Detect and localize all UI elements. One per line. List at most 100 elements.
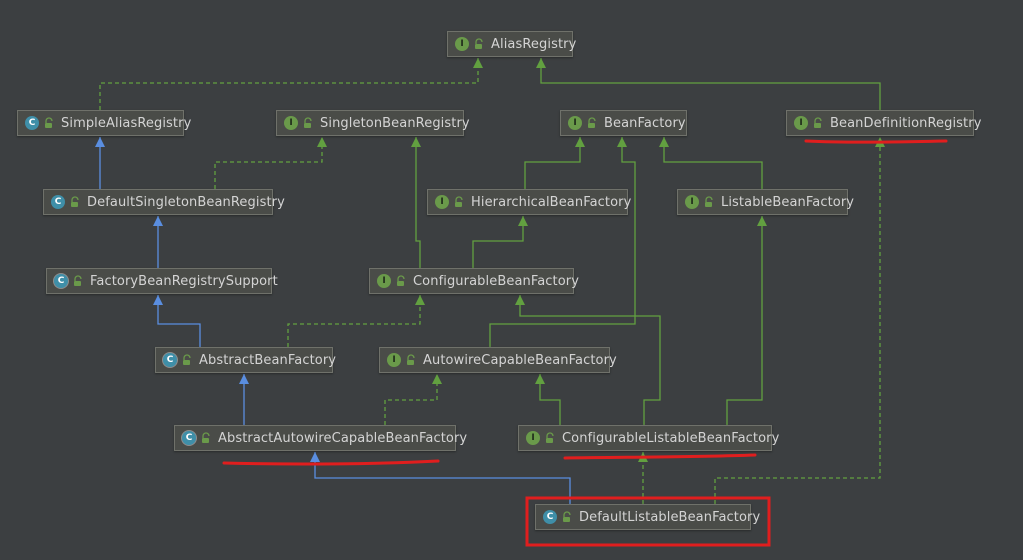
node-label: DefaultSingletonBeanRegistry <box>87 194 285 210</box>
edge-extends-interface <box>472 216 524 268</box>
lock-open-icon <box>183 354 191 365</box>
red-underline <box>222 459 440 466</box>
node-label: AbstractAutowireCapableBeanFactory <box>218 430 468 446</box>
arrowhead <box>535 374 545 384</box>
edge-extends-interface <box>489 137 636 347</box>
edge-extends-interface <box>415 137 421 268</box>
node-configurable-listable-bean-factory[interactable]: I ConfigurableListableBeanFactory <box>518 425 779 451</box>
edge-extends-interface <box>524 137 581 189</box>
abstract-class-icon: C <box>54 274 68 288</box>
lock-open-icon <box>202 432 210 443</box>
edge-extends-interface <box>726 216 763 425</box>
interface-icon: I <box>568 116 582 130</box>
node-simple-alias-registry[interactable]: C SimpleAliasRegistry <box>17 110 191 136</box>
node-hierarchical-bean-factory[interactable]: I HierarchicalBeanFactory <box>427 189 632 215</box>
interface-icon: I <box>685 195 699 209</box>
node-label: ConfigurableListableBeanFactory <box>562 430 780 446</box>
arrowhead <box>95 137 105 147</box>
interface-icon: I <box>794 116 808 130</box>
edge-implements <box>99 58 479 110</box>
red-highlight-box <box>525 496 771 547</box>
node-label: ListableBeanFactory <box>721 194 855 210</box>
red-underline <box>563 453 757 460</box>
arrowhead <box>153 216 163 226</box>
interface-icon: I <box>387 353 401 367</box>
edge-extends <box>314 452 571 504</box>
node-label: AliasRegistry <box>491 36 577 52</box>
interface-icon: I <box>435 195 449 209</box>
node-default-singleton-bean-registry[interactable]: C DefaultSingletonBeanRegistry <box>43 189 285 215</box>
lock-open-icon <box>45 117 53 128</box>
interface-icon: I <box>284 116 298 130</box>
lock-open-icon <box>588 117 596 128</box>
abstract-class-icon: C <box>163 353 177 367</box>
node-label: SimpleAliasRegistry <box>61 115 192 131</box>
lock-open-icon <box>563 511 571 522</box>
edge-implements <box>384 374 438 425</box>
node-configurable-bean-factory[interactable]: I ConfigurableBeanFactory <box>369 268 579 294</box>
lock-open-icon <box>397 275 405 286</box>
node-label: HierarchicalBeanFactory <box>471 194 632 210</box>
interface-icon: I <box>377 274 391 288</box>
node-label: DefaultListableBeanFactory <box>579 509 761 525</box>
class-icon: C <box>51 195 65 209</box>
arrowhead <box>515 295 525 305</box>
arrowhead <box>310 452 320 462</box>
node-label: SingletonBeanRegistry <box>320 115 470 131</box>
edge-extends-interface <box>663 137 763 189</box>
class-icon: C <box>25 116 39 130</box>
node-label: FactoryBeanRegistrySupport <box>90 273 278 289</box>
edge-implements <box>287 295 421 347</box>
arrowhead <box>432 374 442 384</box>
lock-open-icon <box>455 196 463 207</box>
node-label: AutowireCapableBeanFactory <box>423 352 617 368</box>
inheritance-edges <box>95 58 885 504</box>
red-underline <box>804 139 948 144</box>
node-autowire-capable-bean-factory[interactable]: I AutowireCapableBeanFactory <box>379 347 617 373</box>
edge-implements <box>714 137 881 504</box>
node-label: AbstractBeanFactory <box>199 352 337 368</box>
lock-open-icon <box>475 38 483 49</box>
node-abstract-bean-factory[interactable]: C AbstractBeanFactory <box>155 347 337 373</box>
node-singleton-bean-registry[interactable]: I SingletonBeanRegistry <box>276 110 470 136</box>
node-alias-registry[interactable]: I AliasRegistry <box>447 31 577 57</box>
interface-icon: I <box>526 431 540 445</box>
edge-extends-interface <box>539 374 561 425</box>
node-listable-bean-factory[interactable]: I ListableBeanFactory <box>677 189 854 215</box>
arrowhead <box>239 374 249 384</box>
node-label: BeanFactory <box>604 115 686 131</box>
node-label: ConfigurableBeanFactory <box>413 273 580 289</box>
lock-open-icon <box>814 117 822 128</box>
node-bean-factory[interactable]: I BeanFactory <box>560 110 687 136</box>
arrowhead <box>411 137 421 147</box>
edge-extends <box>157 295 201 347</box>
arrowhead <box>659 137 669 147</box>
lock-open-icon <box>705 196 713 207</box>
arrowhead <box>757 216 767 226</box>
node-bean-definition-registry[interactable]: I BeanDefinitionRegistry <box>786 110 981 136</box>
interface-icon: I <box>455 37 469 51</box>
edge-implements <box>214 137 323 189</box>
arrowhead <box>617 137 627 147</box>
node-label: BeanDefinitionRegistry <box>830 115 982 131</box>
lock-open-icon <box>304 117 312 128</box>
node-default-listable-bean-factory[interactable]: C DefaultListableBeanFactory <box>535 504 760 530</box>
edge-extends-interface <box>519 295 661 425</box>
node-abstract-autowire-capable-bean-factory[interactable]: C AbstractAutowireCapableBeanFactory <box>174 425 467 451</box>
arrowhead <box>536 58 546 68</box>
red-annotations <box>222 139 948 547</box>
arrowhead <box>153 295 163 305</box>
arrowhead <box>415 295 425 305</box>
node-factory-bean-registry-support[interactable]: C FactoryBeanRegistrySupport <box>46 268 278 294</box>
lock-open-icon <box>74 275 82 286</box>
arrowhead <box>473 58 483 68</box>
lock-open-icon <box>407 354 415 365</box>
arrowhead <box>317 137 327 147</box>
lock-open-icon <box>546 432 554 443</box>
abstract-class-icon: C <box>182 431 196 445</box>
arrowhead <box>575 137 585 147</box>
arrowhead <box>518 216 528 226</box>
edge-extends-interface <box>540 58 881 110</box>
class-icon: C <box>543 510 557 524</box>
